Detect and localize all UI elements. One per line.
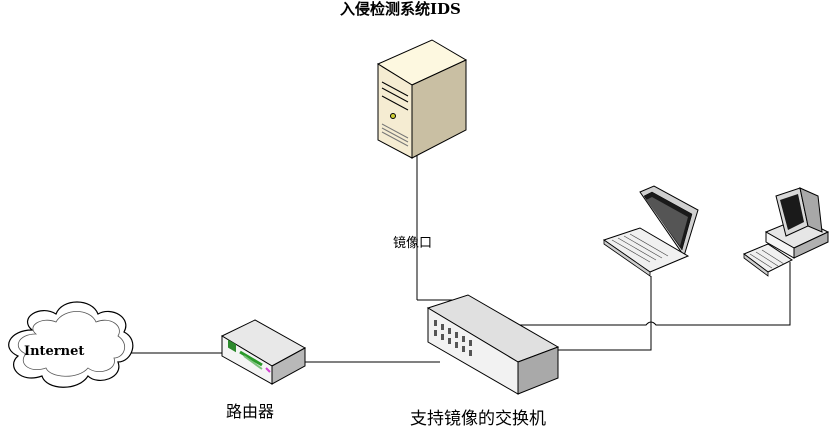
diagram-title: 入侵检测系统IDS (340, 0, 461, 18)
cloud-icon (8, 301, 134, 388)
desktop-computer-icon (743, 187, 830, 277)
laptop-icon (602, 185, 699, 277)
server-icon (376, 39, 468, 159)
connection-lines (120, 150, 791, 363)
edge-switch-laptop (545, 276, 652, 351)
mirror-port-label: 镜像口 (393, 236, 433, 251)
switch-label: 支持镜像的交换机 (410, 409, 546, 429)
router-label: 路由器 (226, 402, 275, 421)
router-icon (220, 319, 307, 385)
edge-switch-desktop (495, 262, 791, 326)
switch-icon (426, 294, 560, 395)
internet-label: Internet (24, 344, 85, 359)
